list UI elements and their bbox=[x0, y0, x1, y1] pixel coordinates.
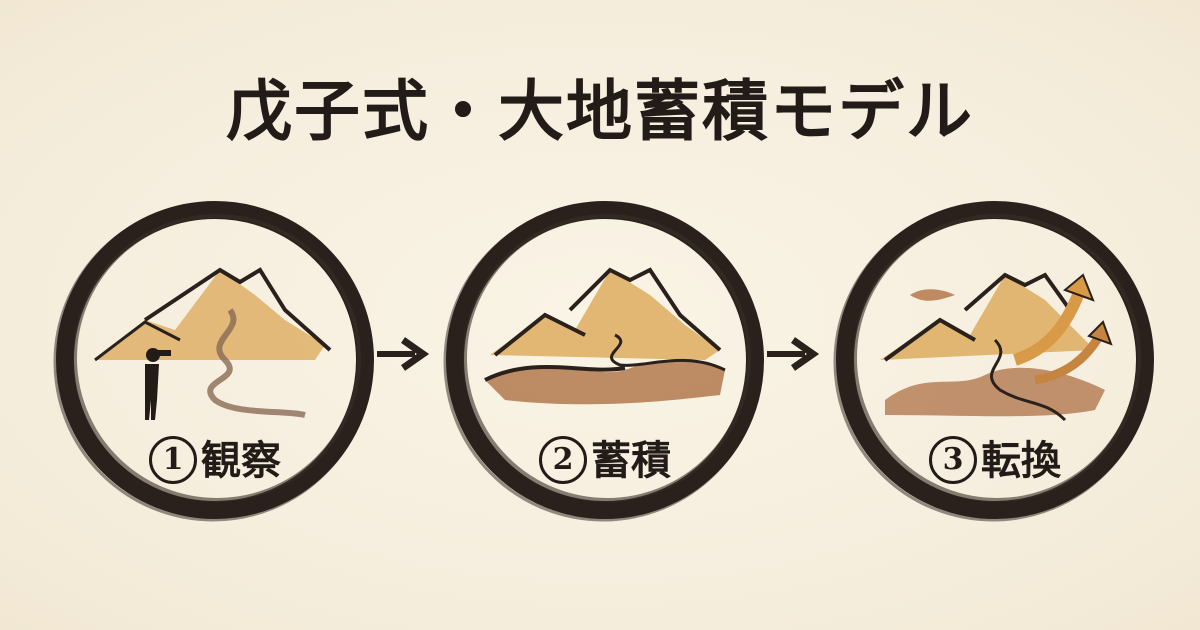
observer-with-binoculars-mountain-icon bbox=[94, 267, 332, 420]
mountain-with-sediment-layers-icon bbox=[484, 267, 726, 405]
ink-circle-icon bbox=[443, 201, 764, 522]
step-title: 転換 bbox=[981, 437, 1061, 484]
page-title: 戊子式・大地蓄積モデル bbox=[226, 72, 974, 150]
step-number-badge: 1 bbox=[149, 436, 197, 484]
ink-circle-icon bbox=[833, 201, 1154, 522]
step-title: 観察 bbox=[201, 437, 281, 484]
right-arrow-icon bbox=[767, 337, 820, 371]
ink-circle-icon bbox=[53, 201, 374, 522]
right-arrow-icon bbox=[377, 337, 430, 371]
step-number-badge: 2 bbox=[539, 436, 587, 484]
step-title: 蓄積 bbox=[591, 437, 671, 484]
step-number-badge: 3 bbox=[929, 436, 977, 484]
mountain-with-rising-arrows-icon bbox=[880, 272, 1113, 422]
